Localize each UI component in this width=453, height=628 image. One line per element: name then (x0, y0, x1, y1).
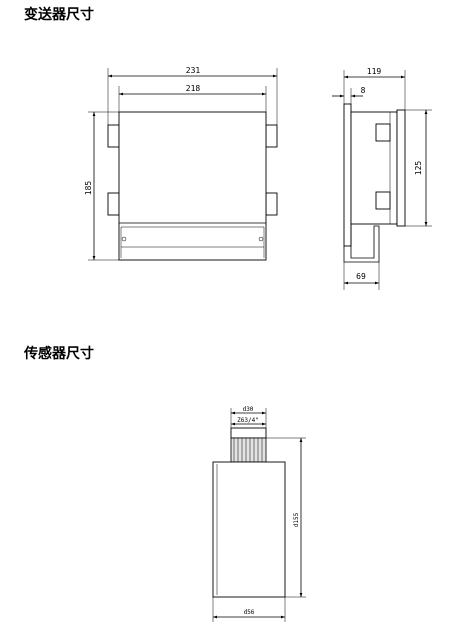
dim-side-offset: 8 (361, 86, 366, 95)
transmitter-dimensions-title: 变送器尺寸 (24, 7, 94, 23)
left-top-lug (107, 124, 120, 148)
sensor-view: d30 Z63/4" d155 d56 (212, 406, 306, 622)
dim-sensor-length: d155 (293, 512, 300, 527)
sensor-body (212, 461, 286, 598)
dim-sensor-body-diameter: d56 (244, 609, 255, 616)
dim-front-height: 185 (84, 181, 93, 196)
transmitter-front-view: 231 218 185 (84, 66, 278, 261)
dim-front-width-outer: 231 (186, 66, 201, 75)
dim-side-bottom: 69 (356, 272, 366, 281)
dim-front-width-inner: 218 (186, 84, 201, 93)
dim-side-height: 125 (414, 161, 423, 176)
left-bottom-lug (107, 192, 120, 216)
side-bottom-lug (375, 191, 391, 210)
right-bottom-lug (265, 192, 278, 216)
transmitter-side-view: 119 8 125 69 (332, 67, 432, 290)
sensor-dimensions-title: 传感器尺寸 (24, 346, 94, 362)
side-front-cover (396, 109, 406, 227)
dim-sensor-thread: Z63/4" (237, 417, 259, 424)
sensor-thread (230, 437, 267, 463)
sensor-head (230, 427, 267, 439)
dim-side-depth: 119 (367, 67, 382, 76)
dim-sensor-top-diameter: d30 (243, 406, 254, 413)
side-mount-plate (343, 103, 352, 247)
side-top-lug (375, 123, 391, 142)
transmitter-body (118, 111, 267, 261)
right-top-lug (265, 124, 278, 148)
